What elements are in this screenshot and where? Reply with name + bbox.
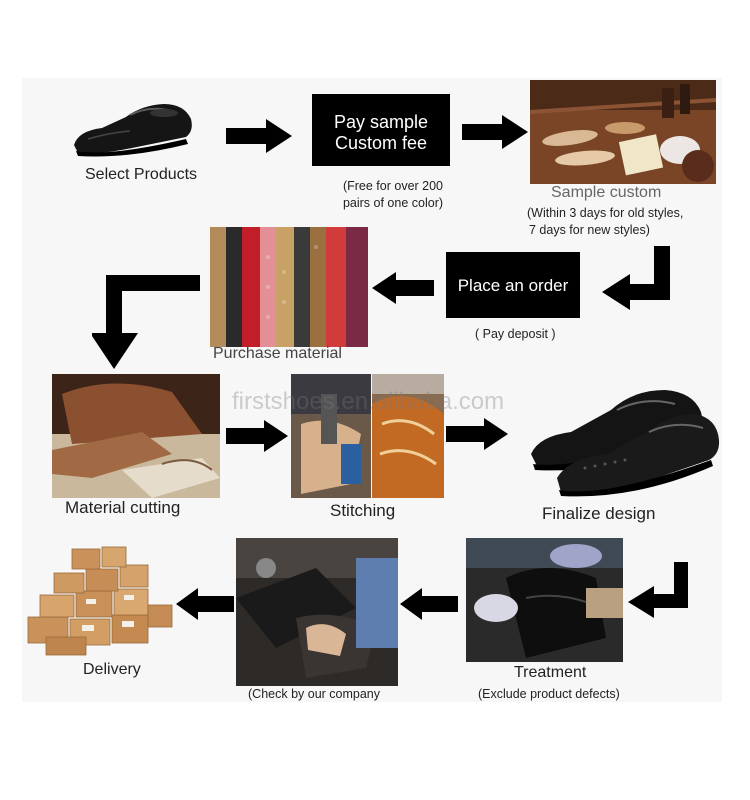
material-cutting-label: Material cutting — [65, 498, 181, 517]
arrow-left-icon — [400, 588, 458, 620]
select-products-label: Select Products — [85, 166, 198, 183]
arrow-down-left-icon — [600, 246, 672, 312]
pay-sample-line2: Custom fee — [334, 133, 428, 153]
stitching-label: Stitching — [330, 501, 396, 520]
arrow-left-icon — [176, 588, 234, 620]
delivery-boxes-image — [24, 545, 174, 657]
check-note: (Check by our company — [248, 687, 381, 701]
treatment-note: (Exclude product defects) — [478, 687, 620, 701]
sample-custom-image — [530, 80, 716, 184]
finalize-design-image — [525, 370, 720, 498]
place-order-label: Place an order — [457, 276, 569, 295]
pay-sample-note: (Free for over 200 pairs of one color) — [333, 178, 453, 212]
arrow-right-icon — [226, 420, 288, 452]
arrow-right-icon — [226, 119, 292, 153]
arrow-down-icon — [92, 275, 204, 371]
delivery-label: Delivery — [83, 661, 141, 678]
watermark-text: firstshoes.en.alibaba.com — [232, 388, 505, 415]
treatment-image — [466, 538, 623, 662]
arrow-right-icon — [446, 418, 508, 450]
place-order-box: Place an order — [446, 252, 580, 318]
arrow-down-left-icon — [626, 562, 690, 620]
sample-note-line2: 7 days for new styles) — [529, 223, 650, 237]
pay-sample-line1: Pay sample — [333, 112, 429, 132]
purchase-material-image — [210, 227, 368, 347]
pay-note-line2: pairs of one color) — [342, 196, 444, 210]
arrow-right-icon — [462, 115, 528, 149]
treatment-label: Treatment — [514, 664, 587, 681]
stitching-image-right — [372, 374, 444, 498]
sample-custom-label: Sample custom — [551, 184, 662, 201]
material-cutting-image — [52, 374, 220, 498]
sample-note-line1: (Within 3 days for old styles, — [527, 206, 684, 220]
purchase-material-label: Purchase material — [213, 345, 342, 362]
sample-custom-note: (Within 3 days for old styles, 7 days fo… — [527, 205, 717, 239]
stitching-image-left — [291, 374, 371, 498]
pay-sample-box: Pay sample Custom fee — [312, 94, 450, 166]
pay-note-line1: (Free for over 200 — [342, 179, 444, 193]
pay-deposit-note: ( Pay deposit ) — [475, 327, 556, 341]
quality-check-image — [236, 538, 398, 686]
arrow-left-icon — [372, 272, 434, 304]
finalize-design-label: Finalize design — [542, 504, 656, 523]
shoe-image — [68, 95, 198, 160]
